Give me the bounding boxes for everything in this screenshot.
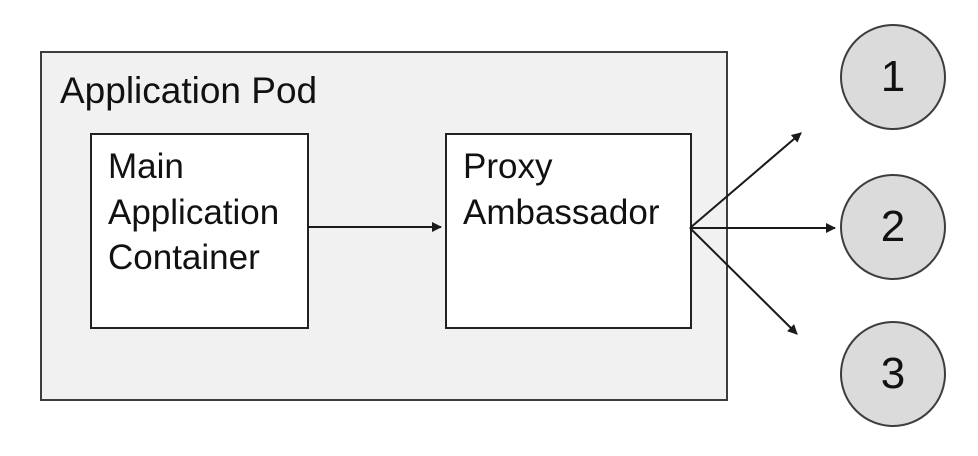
node-endpoint-1-label: 1	[880, 52, 906, 101]
node-endpoint-1: 1	[840, 24, 946, 130]
node-main-application-container-label: Main Application Container	[108, 147, 280, 277]
node-proxy-ambassador: Proxy Ambassador	[445, 133, 692, 329]
node-endpoint-3-label: 3	[880, 349, 906, 398]
node-main-application-container: Main Application Container	[90, 133, 309, 329]
application-pod-label: Application Pod	[60, 70, 318, 111]
node-proxy-ambassador-label: Proxy Ambassador	[463, 147, 660, 232]
node-endpoint-2-label: 2	[880, 202, 906, 251]
application-pod-box: Application Pod Main Application Contain…	[40, 51, 728, 401]
node-endpoint-2: 2	[840, 174, 946, 280]
node-endpoint-3: 3	[840, 321, 946, 427]
